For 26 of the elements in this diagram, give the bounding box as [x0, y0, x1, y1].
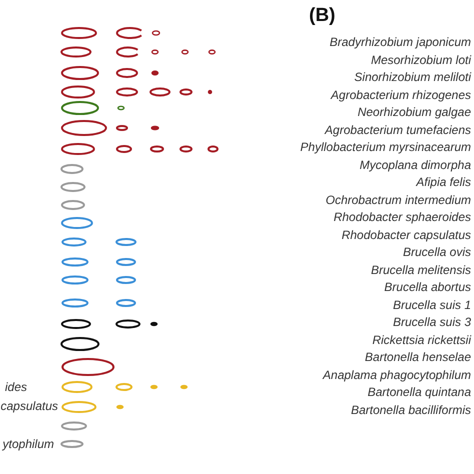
species-name: Rhodobacter capsulatus — [342, 228, 471, 242]
species-name: Agrobacterium rhizogenes — [330, 88, 471, 102]
species-name: Afipia felis — [416, 175, 471, 189]
species-name: Mesorhizobium loti — [370, 52, 471, 66]
panel-label: (B) — [309, 5, 336, 27]
species-name: Brucella melitensis — [370, 262, 471, 276]
species-name: Rickettsia rickettsii — [372, 332, 471, 346]
species-name: Bartonella bacilliformis — [350, 402, 471, 416]
species-name: Brucella ovis — [402, 245, 471, 259]
species-name: Phyllobacterium myrsinacearum — [300, 140, 471, 154]
species-name: Bartonella henselae — [364, 350, 471, 364]
species-name: Mycoplana dimorpha — [360, 158, 471, 172]
species-name: ytophilum — [2, 437, 54, 451]
species-name: Brucella suis 1 — [392, 298, 471, 312]
species-name: ides — [4, 380, 27, 394]
species-name: Brucella suis 3 — [392, 315, 471, 329]
species-name: Sinorhizobium meliloti — [354, 70, 471, 84]
species-name: Neorhizobium galgae — [358, 105, 471, 119]
species-name: Agrobacterium tumefaciens — [324, 122, 471, 136]
species-name: Ochrobactrum intermedium — [326, 192, 471, 206]
species-name: Bartonella quintana — [368, 385, 471, 399]
species-name: Anaplama phagocytophilum — [322, 368, 471, 382]
species-name: Rhodobacter sphaeroides — [334, 210, 471, 224]
species-name: Brucella abortus — [384, 280, 471, 294]
species-name: capsulatus — [0, 399, 58, 413]
species-name: Bradyrhizobium japonicum — [330, 35, 471, 49]
